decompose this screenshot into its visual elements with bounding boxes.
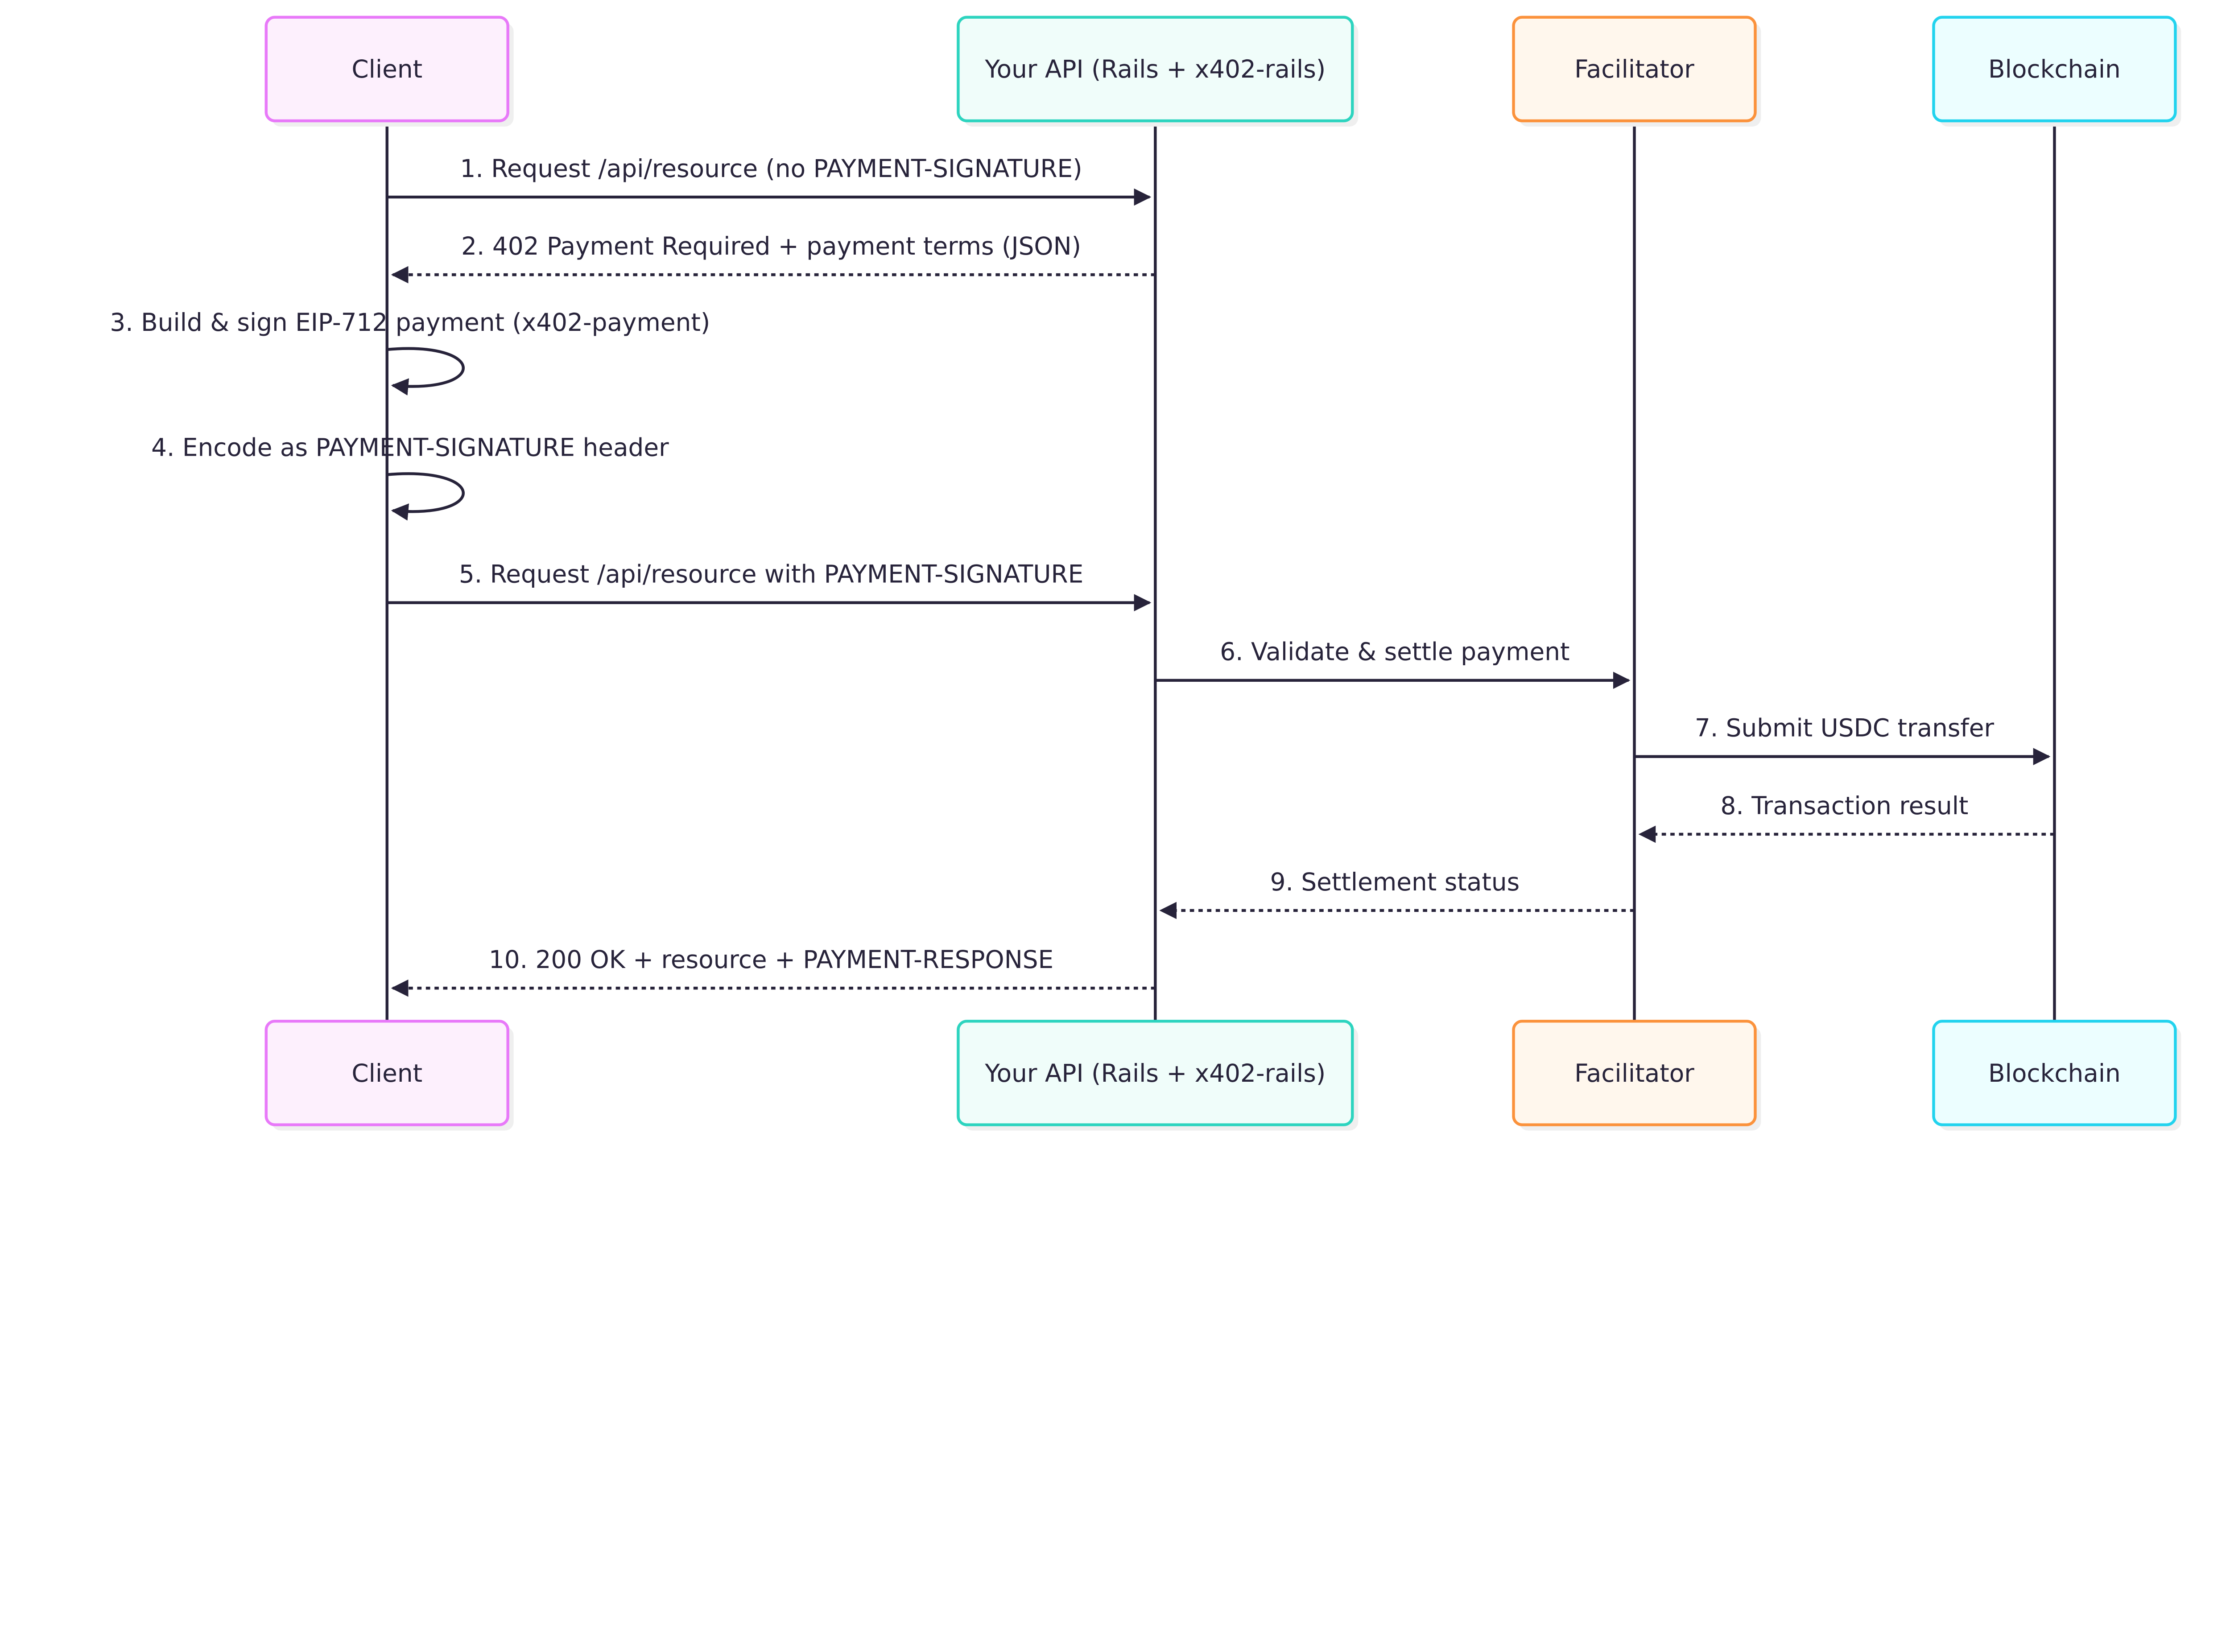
participant-label: Facilitator bbox=[1574, 55, 1694, 83]
self-message-arrow bbox=[387, 347, 465, 395]
participant-facilitator-top[interactable]: Facilitator bbox=[1512, 16, 1761, 127]
message-label: 2. 402 Payment Required + payment terms … bbox=[461, 232, 1081, 260]
participant-blockchain-top[interactable]: Blockchain bbox=[1932, 16, 2181, 127]
message-10: 10. 200 OK + resource + PAYMENT-RESPONSE bbox=[391, 945, 1156, 997]
participant-label: Blockchain bbox=[1988, 1059, 2121, 1088]
participant-label: Blockchain bbox=[1988, 55, 2121, 83]
participant-box bbox=[957, 16, 1354, 123]
participant-box bbox=[1932, 1020, 2177, 1126]
lifelines bbox=[385, 120, 2056, 1022]
participant-facilitator-bottom[interactable]: Facilitator bbox=[1512, 1020, 1761, 1131]
participant-label: Your API (Rails + x402-rails) bbox=[984, 55, 1326, 83]
message-label: 4. Encode as PAYMENT-SIGNATURE header bbox=[151, 433, 669, 462]
message-9: 9. Settlement status bbox=[1159, 868, 1635, 919]
message-label: 8. Transaction result bbox=[1720, 791, 1968, 820]
message-label: 3. Build & sign EIP-712 payment (x402-pa… bbox=[110, 308, 710, 337]
message-label: 7. Submit USDC transfer bbox=[1695, 714, 1995, 742]
message-label: 10. 200 OK + resource + PAYMENT-RESPONSE bbox=[489, 945, 1053, 974]
message-3: 3. Build & sign EIP-712 payment (x402-pa… bbox=[110, 308, 710, 395]
participant-box bbox=[1512, 1020, 1757, 1126]
participant-label: Client bbox=[351, 55, 422, 83]
participant-client-bottom[interactable]: Client bbox=[264, 1020, 514, 1131]
message-label: 5. Request /api/resource with PAYMENT-SI… bbox=[459, 560, 1083, 588]
participant-label: Facilitator bbox=[1574, 1059, 1694, 1088]
participant-label: Client bbox=[351, 1059, 422, 1088]
participant-box bbox=[264, 1020, 509, 1126]
message-6: 6. Validate & settle payment bbox=[1155, 638, 1631, 689]
self-message-arrow bbox=[387, 472, 465, 521]
message-1: 1. Request /api/resource (no PAYMENT-SIG… bbox=[387, 154, 1152, 206]
message-4: 4. Encode as PAYMENT-SIGNATURE header bbox=[151, 433, 669, 521]
messages: 1. Request /api/resource (no PAYMENT-SIG… bbox=[110, 154, 2055, 997]
participant-api-top[interactable]: Your API (Rails + x402-rails) bbox=[957, 16, 1359, 127]
message-8: 8. Transaction result bbox=[1638, 791, 2055, 843]
participant-label: Your API (Rails + x402-rails) bbox=[984, 1059, 1326, 1088]
participant-box bbox=[957, 1020, 1354, 1126]
message-5: 5. Request /api/resource with PAYMENT-SI… bbox=[387, 560, 1152, 611]
participant-blockchain-bottom[interactable]: Blockchain bbox=[1932, 1020, 2181, 1131]
message-7: 7. Submit USDC transfer bbox=[1634, 714, 2051, 766]
message-label: 1. Request /api/resource (no PAYMENT-SIG… bbox=[460, 154, 1082, 183]
participant-box bbox=[1932, 16, 2177, 123]
participant-box bbox=[1512, 16, 1757, 123]
participant-client-top[interactable]: Client bbox=[264, 16, 514, 127]
message-label: 6. Validate & settle payment bbox=[1220, 638, 1569, 666]
participant-box bbox=[264, 16, 509, 123]
participant-api-bottom[interactable]: Your API (Rails + x402-rails) bbox=[957, 1020, 1359, 1131]
message-2: 2. 402 Payment Required + payment terms … bbox=[391, 232, 1156, 284]
message-label: 9. Settlement status bbox=[1270, 868, 1520, 896]
